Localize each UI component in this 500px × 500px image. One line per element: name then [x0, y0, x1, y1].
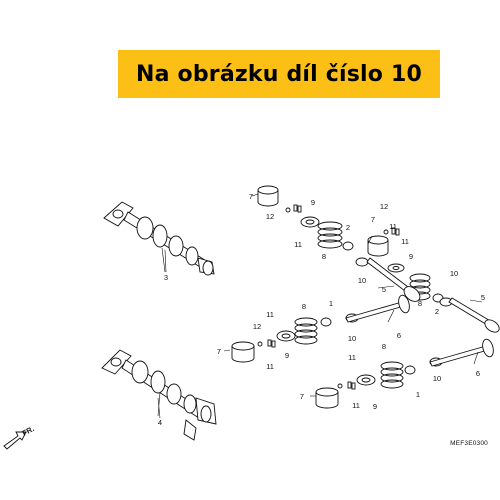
callout: 11 [266, 310, 274, 319]
camshaft-upper [103, 201, 215, 276]
callout: 11 [266, 362, 274, 371]
tappets [231, 185, 389, 409]
callout: 6 [476, 369, 480, 378]
valves [345, 257, 500, 367]
callout: 11 [294, 240, 302, 249]
callout-labels: 7 12 11 9 2 8 3 12 7 11 11 9 5 10 8 10 2… [158, 192, 485, 427]
part-number-banner: Na obrázku díl číslo 10 [118, 50, 440, 98]
callout: 10 [358, 276, 366, 285]
callout: 12 [266, 212, 274, 221]
callout: 8 [382, 342, 386, 351]
diagram-code: MEF3E0300 [450, 440, 488, 447]
valve-springs [294, 221, 431, 389]
banner-text: Na obrázku díl číslo 10 [136, 61, 422, 87]
callout: 7 [217, 347, 221, 356]
callout: 1 [329, 299, 333, 308]
callout: 7 [371, 215, 375, 224]
callout: 7 [300, 392, 304, 401]
callout: 1 [416, 390, 420, 399]
callout: 9 [373, 402, 377, 411]
callout: 9 [311, 198, 315, 207]
callout: 11 [389, 222, 397, 231]
callout: 5 [382, 285, 386, 294]
callout: 10 [433, 374, 441, 383]
callout: 7 [249, 192, 253, 201]
callout: 11 [348, 353, 356, 362]
callout: 12 [380, 202, 388, 211]
callout: 2 [346, 223, 350, 232]
retainers-washers [276, 216, 453, 386]
callout: 10 [348, 334, 356, 343]
cotters-shims [257, 204, 400, 390]
callout: 4 [158, 418, 162, 427]
callout: 5 [481, 293, 485, 302]
leader-lines [157, 193, 483, 419]
callout: 12 [253, 322, 261, 331]
callout: 10 [450, 269, 458, 278]
callout: 2 [435, 307, 439, 316]
front-direction-arrow-icon: FR. [3, 424, 36, 450]
direction-label: FR. [21, 424, 36, 438]
callout: 11 [401, 237, 409, 246]
callout: 8 [302, 302, 306, 311]
callout: 11 [352, 401, 360, 410]
callout: 8 [322, 252, 326, 261]
callout: 9 [285, 351, 289, 360]
camshaft-lower [101, 349, 217, 441]
callout: 9 [409, 252, 413, 261]
callout: 8 [418, 299, 422, 308]
callout: 6 [397, 331, 401, 340]
callout: 3 [164, 273, 168, 282]
